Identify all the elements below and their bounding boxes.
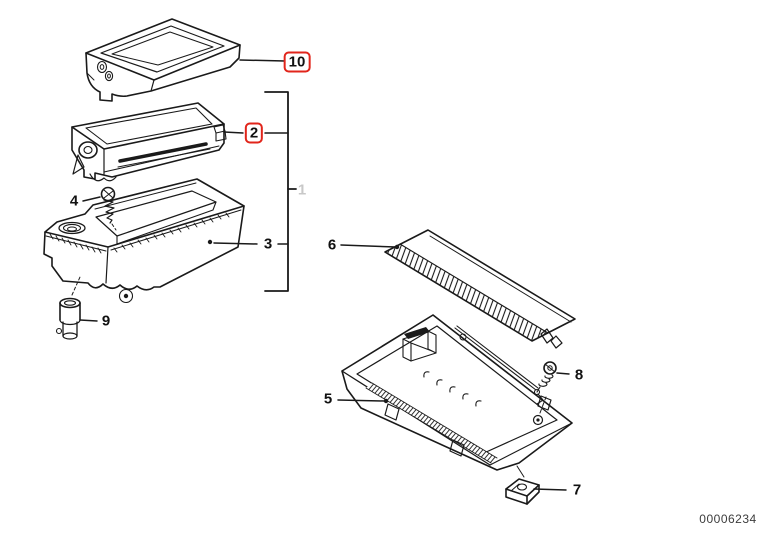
cover-end-clip: [550, 335, 563, 349]
callout-6[interactable]: 6: [327, 236, 337, 254]
grommet: [118, 288, 134, 304]
group-bracket-1: [264, 91, 297, 292]
document-number: 00006234: [699, 512, 757, 526]
callout-9[interactable]: 9: [101, 312, 111, 330]
leader-lines: [79, 59, 570, 491]
bayonet-pin: [55, 327, 63, 335]
callout-1[interactable]: 1: [297, 181, 307, 199]
part-8-screw-spring: [536, 361, 557, 393]
part-9-bulb-socket: [55, 276, 81, 340]
part-6-sliding-cover: [384, 229, 576, 349]
callout-10[interactable]: 10: [283, 51, 311, 73]
screw-boss: [532, 414, 544, 426]
part-10-ashtray-insert: [85, 18, 241, 102]
cover-end-clip: [540, 328, 554, 344]
callout-7[interactable]: 7: [572, 481, 582, 499]
callout-2[interactable]: 2: [244, 122, 264, 144]
callout-4[interactable]: 4: [69, 192, 79, 210]
part-3-bracket-housing: [43, 178, 245, 304]
insert-mount-hole: [96, 60, 108, 74]
callout-5[interactable]: 5: [323, 390, 333, 408]
part-7-clip-nut: [505, 478, 540, 505]
ashtray-pivot-boss: [78, 141, 98, 159]
callout-8[interactable]: 8: [574, 366, 584, 384]
callout-3[interactable]: 3: [263, 235, 273, 253]
ashtray-handle-groove: [118, 142, 208, 163]
insert-mount-hole: [104, 70, 114, 82]
damper-rod: [454, 325, 539, 391]
mount-foot: [384, 395, 552, 457]
part-4-screw: [100, 186, 117, 231]
part-2-ashtray: [71, 102, 227, 182]
bulb-hole: [58, 221, 86, 235]
guide-hooks: [423, 371, 482, 407]
part-5-cover-frame: [341, 314, 573, 478]
